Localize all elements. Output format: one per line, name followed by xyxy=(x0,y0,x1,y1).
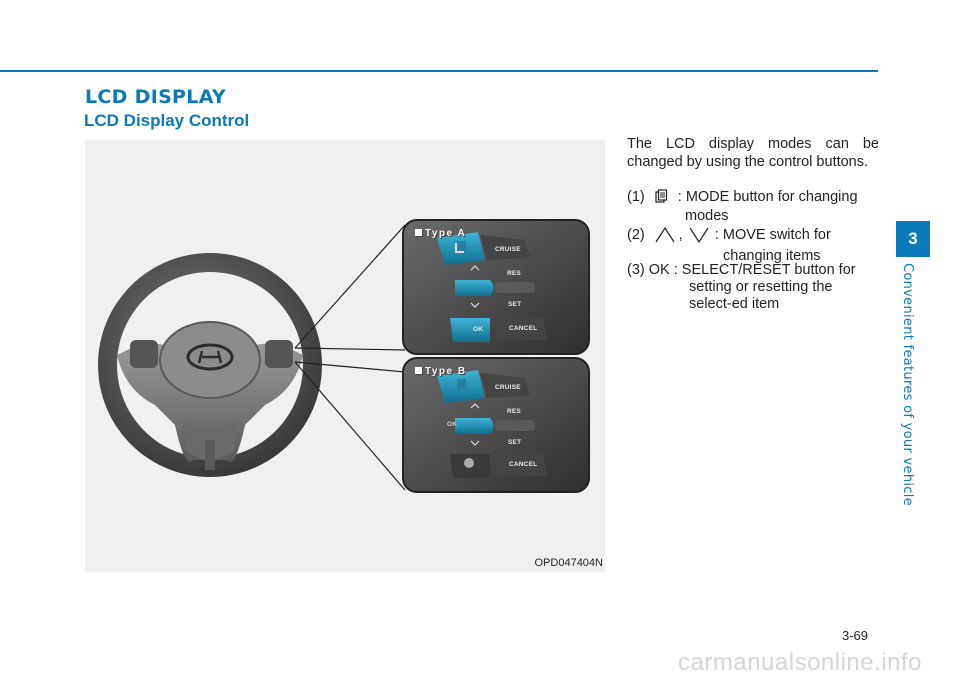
cruise-label-a: CRUISE xyxy=(495,246,521,253)
page-number: 3-69 xyxy=(842,628,869,643)
watermark: carmanualsonline.info xyxy=(678,649,922,676)
chevron-down-icon xyxy=(689,227,709,248)
chapter-title: Convenient features of your vehicle xyxy=(900,263,915,506)
res-label-a: RES xyxy=(507,270,521,277)
type-b-panel xyxy=(402,357,590,493)
intro-paragraph: The LCD display modes can be changed by … xyxy=(627,136,879,170)
steering-wheel-illustration xyxy=(98,219,590,493)
steering-wheel-figure: Type A Type B CRUISE RES SET OK CANCEL C… xyxy=(85,140,605,572)
chapter-tab: 3 xyxy=(896,221,930,257)
callout-lines xyxy=(294,224,406,491)
item-move-switch: (2) , : MOVE switch for changing items xyxy=(627,226,831,264)
cancel-label-b: CANCEL xyxy=(509,461,538,468)
chevron-up-icon xyxy=(655,226,675,248)
section-title: LCD DISPLAY xyxy=(85,86,226,108)
item-select-reset-button: (3) OK : SELECT/RESET button for setting… xyxy=(627,262,856,312)
res-label-b: RES xyxy=(507,408,521,415)
subsection-title: LCD Display Control xyxy=(84,111,250,130)
type-a-panel xyxy=(402,219,590,355)
steering-wheel xyxy=(98,253,322,477)
ok-label-a: OK xyxy=(473,326,484,333)
cancel-label-a: CANCEL xyxy=(509,325,538,332)
ok-label-b: OK xyxy=(447,421,458,428)
header-rule xyxy=(0,70,878,72)
type-a-label: Type A xyxy=(415,228,466,239)
set-label-b: SET xyxy=(508,439,522,446)
type-b-label: Type B xyxy=(415,366,467,377)
cruise-label-b: CRUISE xyxy=(495,384,521,391)
mode-book-icon xyxy=(655,189,668,208)
figure-code: OPD047404N xyxy=(534,557,604,569)
set-label-a: SET xyxy=(508,301,522,308)
item-mode-button: (1) : MODE button for changing modes xyxy=(627,189,858,224)
